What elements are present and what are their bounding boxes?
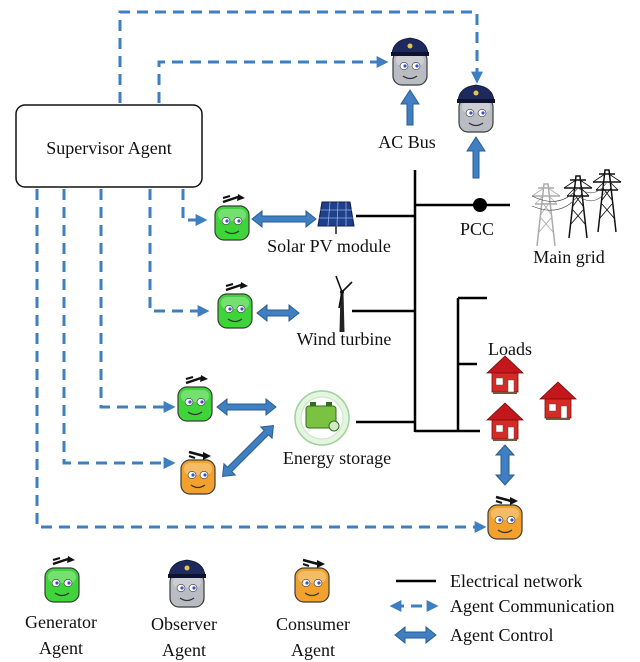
legend-electrical-label: Electrical network [450, 571, 582, 591]
electrical-network [352, 170, 510, 433]
legend-control-label: Agent Control [450, 625, 554, 645]
pcc-label: PCC [460, 219, 494, 239]
legend-observer-line2: Agent [162, 640, 206, 660]
house-icon-1 [486, 355, 524, 395]
control-arrow-loads [494, 444, 516, 486]
legend-consumer-face [295, 560, 329, 602]
battery-icon [294, 390, 350, 446]
supervisor-box [15, 104, 203, 188]
legend-control-swatch [394, 625, 437, 645]
generator-agent-solar [215, 194, 249, 240]
wind-turbine-icon [335, 275, 353, 332]
main-grid-pylons-icon [531, 169, 622, 247]
control-links [216, 89, 516, 486]
generator-agent-wind [218, 282, 252, 328]
ac-bus-label: AC Bus [378, 132, 436, 152]
legend-observer-face [168, 560, 206, 607]
legend-observer-line1: Observer [151, 614, 217, 634]
control-arrow-acbus [400, 89, 420, 126]
legend-consumer-line2: Agent [291, 640, 335, 660]
supervisor-label: Supervisor Agent [46, 138, 172, 158]
communication-links [35, 10, 487, 533]
observer-agent-acbus [391, 38, 429, 85]
storage-label: Energy storage [283, 448, 391, 468]
control-arrow-storage-gen [216, 397, 277, 417]
legend-generator-line2: Agent [39, 638, 83, 658]
house-icon-3 [486, 402, 524, 442]
legend-consumer-line1: Consumer [276, 614, 350, 634]
wind-label: Wind turbine [297, 329, 392, 349]
control-arrow-pcc [466, 136, 486, 179]
consumer-agent-loads [488, 497, 522, 539]
legend-communication-label: Agent Communication [450, 596, 614, 616]
consumer-agent-storage [181, 452, 215, 494]
control-arrow-storage-con [221, 424, 275, 478]
generator-agent-storage [178, 375, 212, 421]
observer-agent-pcc [457, 85, 495, 132]
control-arrow-wind [256, 303, 300, 323]
main-grid-label: Main grid [533, 247, 605, 267]
pcc-node [473, 198, 487, 212]
control-arrow-solar [251, 209, 317, 229]
legend-generator-line1: Generator [25, 612, 97, 632]
legend-generator-face [45, 556, 79, 602]
house-icon-2 [539, 381, 577, 421]
loads-label: Loads [488, 339, 532, 359]
solar-label: Solar PV module [267, 236, 391, 256]
line-legend: Electrical network Agent Communication A… [389, 571, 614, 645]
solar-panel-icon [317, 201, 355, 234]
